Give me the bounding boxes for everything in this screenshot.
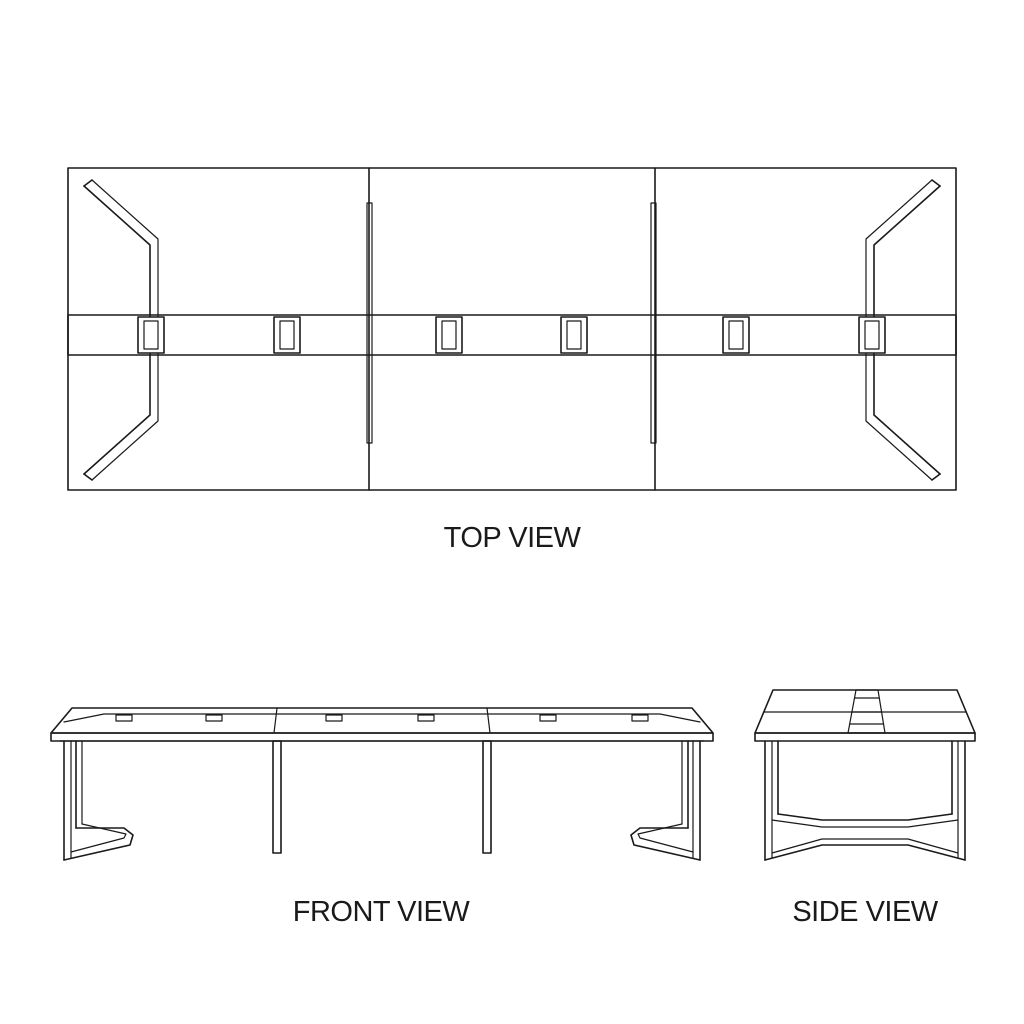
front-joint-left [273, 707, 278, 734]
front-grommet [417, 714, 435, 722]
grommet [560, 316, 588, 354]
screen-left [366, 202, 373, 444]
tabletop-edge [50, 732, 714, 742]
front-leg-middle [482, 740, 492, 854]
tabletop-front [50, 707, 714, 734]
front-grommet [205, 714, 223, 722]
front-leg-middle [272, 740, 282, 854]
side-view [754, 689, 976, 861]
grommet [273, 316, 301, 354]
front-joint-right [486, 707, 491, 734]
side-tabletop-edge [754, 732, 976, 742]
grommet [858, 316, 886, 354]
cable-tray [67, 314, 957, 356]
front-grommet [539, 714, 557, 722]
side-leg-frame [764, 740, 966, 861]
front-tray [63, 713, 701, 723]
tabletop-outline [67, 167, 957, 491]
side-tray [847, 689, 886, 734]
front-leg-right [630, 740, 701, 861]
front-leg-left [63, 740, 134, 861]
front-grommet [115, 714, 133, 722]
front-view-label: FRONT VIEW [292, 896, 470, 928]
top-view [67, 167, 957, 491]
side-view-label: SIDE VIEW [792, 896, 938, 928]
grommet [435, 316, 463, 354]
screen-right [650, 202, 657, 444]
front-view [50, 707, 714, 861]
front-grommet [631, 714, 649, 722]
grommet [137, 316, 165, 354]
front-grommet [325, 714, 343, 722]
top-view-label: TOP VIEW [443, 522, 581, 554]
grommet [722, 316, 750, 354]
